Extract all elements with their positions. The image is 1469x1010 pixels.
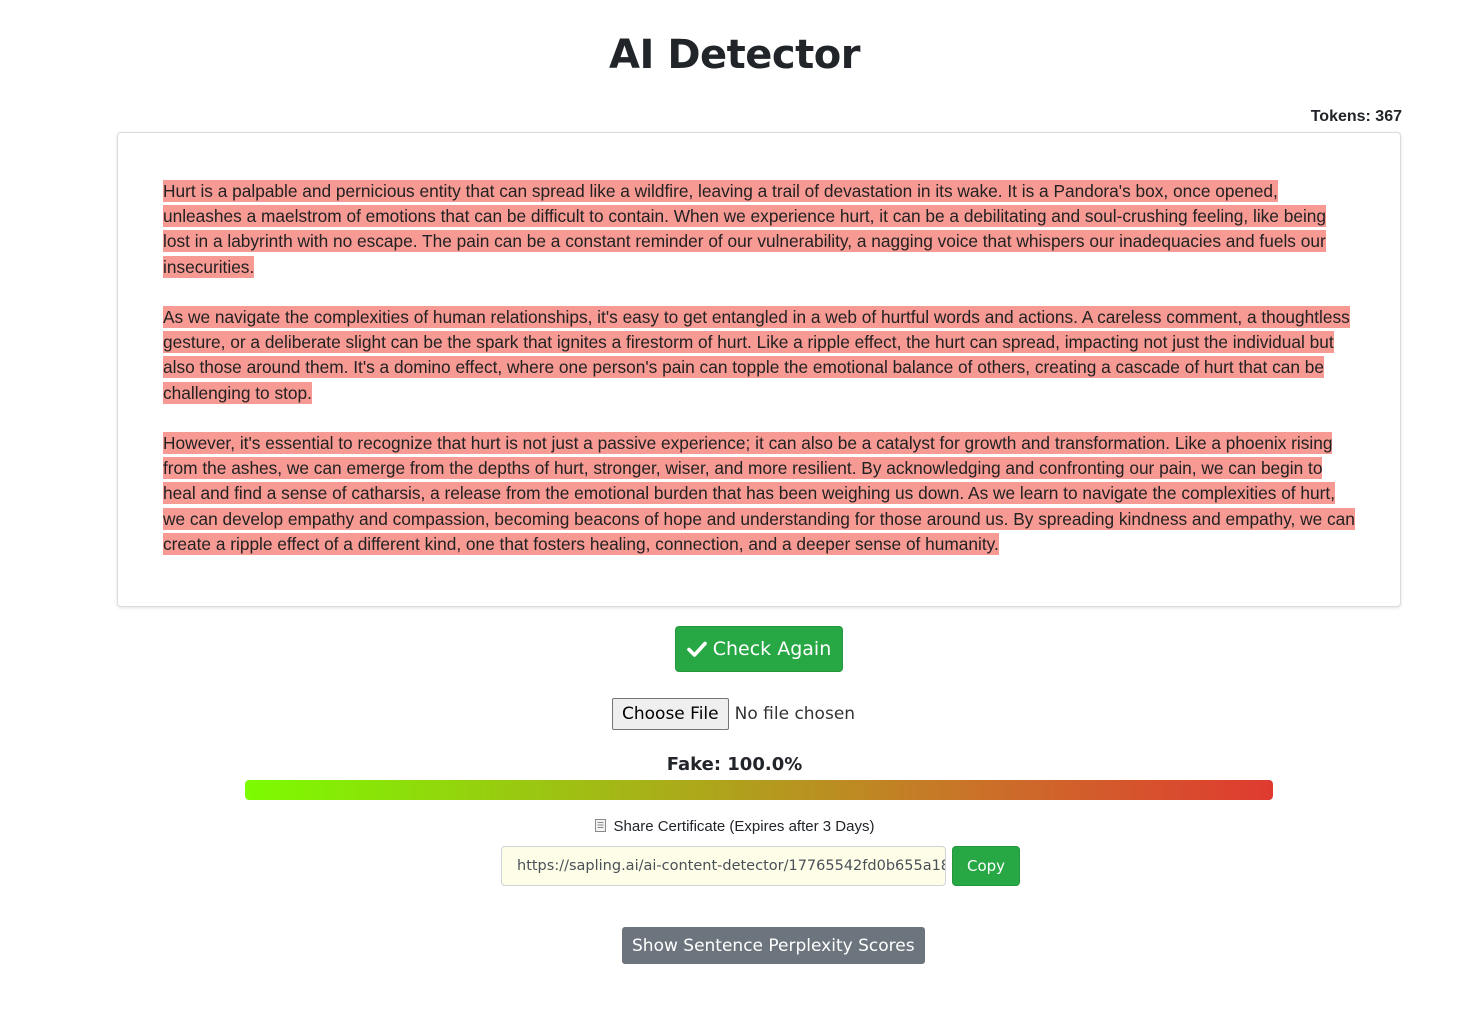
text-editor[interactable]: Hurt is a palpable and pernicious entity… — [117, 132, 1401, 607]
check-again-button[interactable]: Check Again — [675, 626, 843, 672]
share-link-row: https://sapling.ai/ai-content-detector/1… — [501, 846, 1021, 886]
choose-file-button[interactable]: Choose File — [612, 698, 729, 730]
file-upload: Choose File No file chosen — [612, 698, 855, 730]
paragraph: As we navigate the complexities of human… — [163, 305, 1356, 406]
share-certificate-text: Share Certificate (Expires after 3 Days) — [613, 818, 875, 835]
document-icon — [594, 819, 606, 832]
paragraph: Hurt is a palpable and pernicious entity… — [163, 179, 1356, 280]
highlighted-text: Hurt is a palpable and pernicious entity… — [163, 180, 1327, 278]
fake-score-label: Fake: 100.0% — [666, 754, 803, 775]
check-icon — [686, 639, 707, 659]
page-title: AI Detector — [609, 32, 860, 78]
highlighted-text: However, it's essential to recognize tha… — [163, 432, 1355, 555]
share-url-input[interactable]: https://sapling.ai/ai-content-detector/1… — [501, 846, 946, 886]
share-certificate-label: Share Certificate (Expires after 3 Days) — [0, 818, 1469, 835]
check-again-label: Check Again — [712, 638, 832, 660]
highlighted-text: As we navigate the complexities of human… — [163, 306, 1350, 404]
copy-button[interactable]: Copy — [952, 846, 1021, 886]
file-status: No file chosen — [734, 704, 856, 724]
token-count: Tokens: 367 — [1310, 108, 1402, 125]
show-perplexity-button[interactable]: Show Sentence Perplexity Scores — [622, 927, 925, 964]
fake-score-bar-fill — [245, 780, 1273, 800]
fake-score-bar — [245, 780, 1273, 800]
paragraph: However, it's essential to recognize tha… — [163, 431, 1356, 557]
